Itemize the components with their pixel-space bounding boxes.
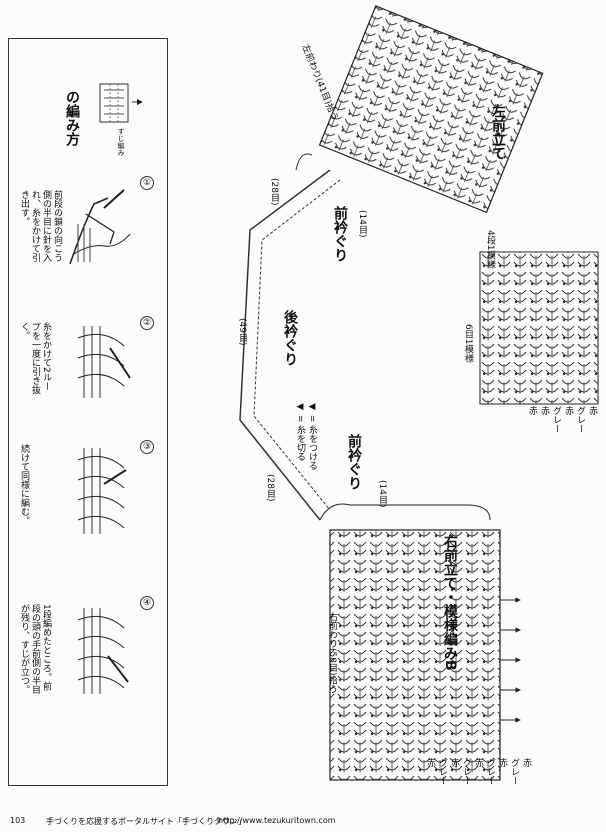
count-14-a: (14目)	[357, 210, 367, 238]
swatch-color-6: 赤	[527, 406, 537, 415]
right-color-1: 赤	[521, 758, 531, 767]
step-2-number: ②	[140, 316, 154, 330]
right-color-3: 赤	[497, 758, 507, 767]
left-front-band	[318, 5, 544, 214]
step-3-illustration	[77, 448, 127, 534]
step-4-number: ④	[140, 596, 154, 610]
swatch-color-4: グレー	[551, 406, 561, 433]
left-front-label: 左前立て	[490, 104, 506, 160]
page-number: 103	[10, 816, 26, 825]
pattern-swatch	[479, 251, 599, 405]
step-2-illustration	[77, 326, 131, 398]
right-color-9: 赤	[425, 758, 435, 767]
step-3-text: 続けて同様に編む。	[19, 444, 29, 525]
step-1-number: ①	[140, 176, 154, 190]
technique-panel	[8, 38, 168, 786]
count-49: (49目)	[237, 318, 247, 346]
technique-title: の編み方	[64, 90, 80, 146]
count-28-b: (28目)	[265, 474, 275, 502]
right-front-band	[319, 503, 501, 781]
row-arrows-right-band	[500, 597, 521, 723]
stitch-swatch-icon	[99, 83, 143, 123]
footer-url[interactable]: http://www.tezukuritown.com	[218, 816, 336, 825]
stitch-row-label: 4段1模様	[485, 230, 495, 269]
back-neck-label: 後衿ぐり	[282, 310, 298, 366]
step-3-number: ③	[140, 440, 154, 454]
crochet-chart	[239, 5, 599, 781]
right-color-4: グレー	[485, 758, 495, 785]
page-footer: 103 手づくりを応援するポータルサイト「手づくりタウン」 http://www…	[0, 810, 606, 832]
swatch-color-1: 赤	[587, 406, 597, 415]
step-4-illustration	[77, 608, 129, 694]
right-front-label: 右前立て・模様編みB	[442, 534, 458, 671]
pattern-repeat: 6目1模様	[463, 324, 473, 363]
swatch-note: すじ編み	[117, 128, 125, 156]
front-neck-label-1: 前衿ぐり	[332, 206, 348, 262]
legend-cut: ◀ = 糸を切る	[295, 402, 305, 462]
right-color-2: グレー	[509, 758, 519, 785]
swatch-color-2: グレー	[575, 406, 585, 433]
count-14-b: (14目)	[377, 480, 387, 508]
front-neck-label-2: 前衿ぐり	[346, 434, 362, 490]
step-4-text: 1段編めたところ。前段の頭の手前側の半目が残り、すじが立つ。	[19, 604, 51, 694]
right-color-7: 赤	[449, 758, 459, 767]
step-1-text: 前段の鎖の向こう側の半目に針を入れ、糸をかけて引き出す。	[19, 190, 62, 262]
legend-attach: ◀ = 糸をつける	[307, 402, 317, 471]
swatch-color-5: 赤	[539, 406, 549, 415]
step-1-illustration	[69, 189, 131, 265]
right-color-8: グレー	[437, 758, 447, 785]
neckline-band	[239, 169, 331, 521]
right-color-6: グレー	[461, 758, 471, 785]
count-28-a: (28目)	[269, 178, 279, 206]
footer-text: 手づくりを応援するポータルサイト「手づくりタウン」	[46, 817, 246, 826]
right-neck-count: 右前わり(58目)拾う	[327, 612, 337, 694]
swatch-color-3: 赤	[563, 406, 573, 415]
right-color-5: 赤	[473, 758, 483, 767]
step-2-text: 糸をかけて2ループを一度に引き抜く。	[19, 322, 51, 394]
